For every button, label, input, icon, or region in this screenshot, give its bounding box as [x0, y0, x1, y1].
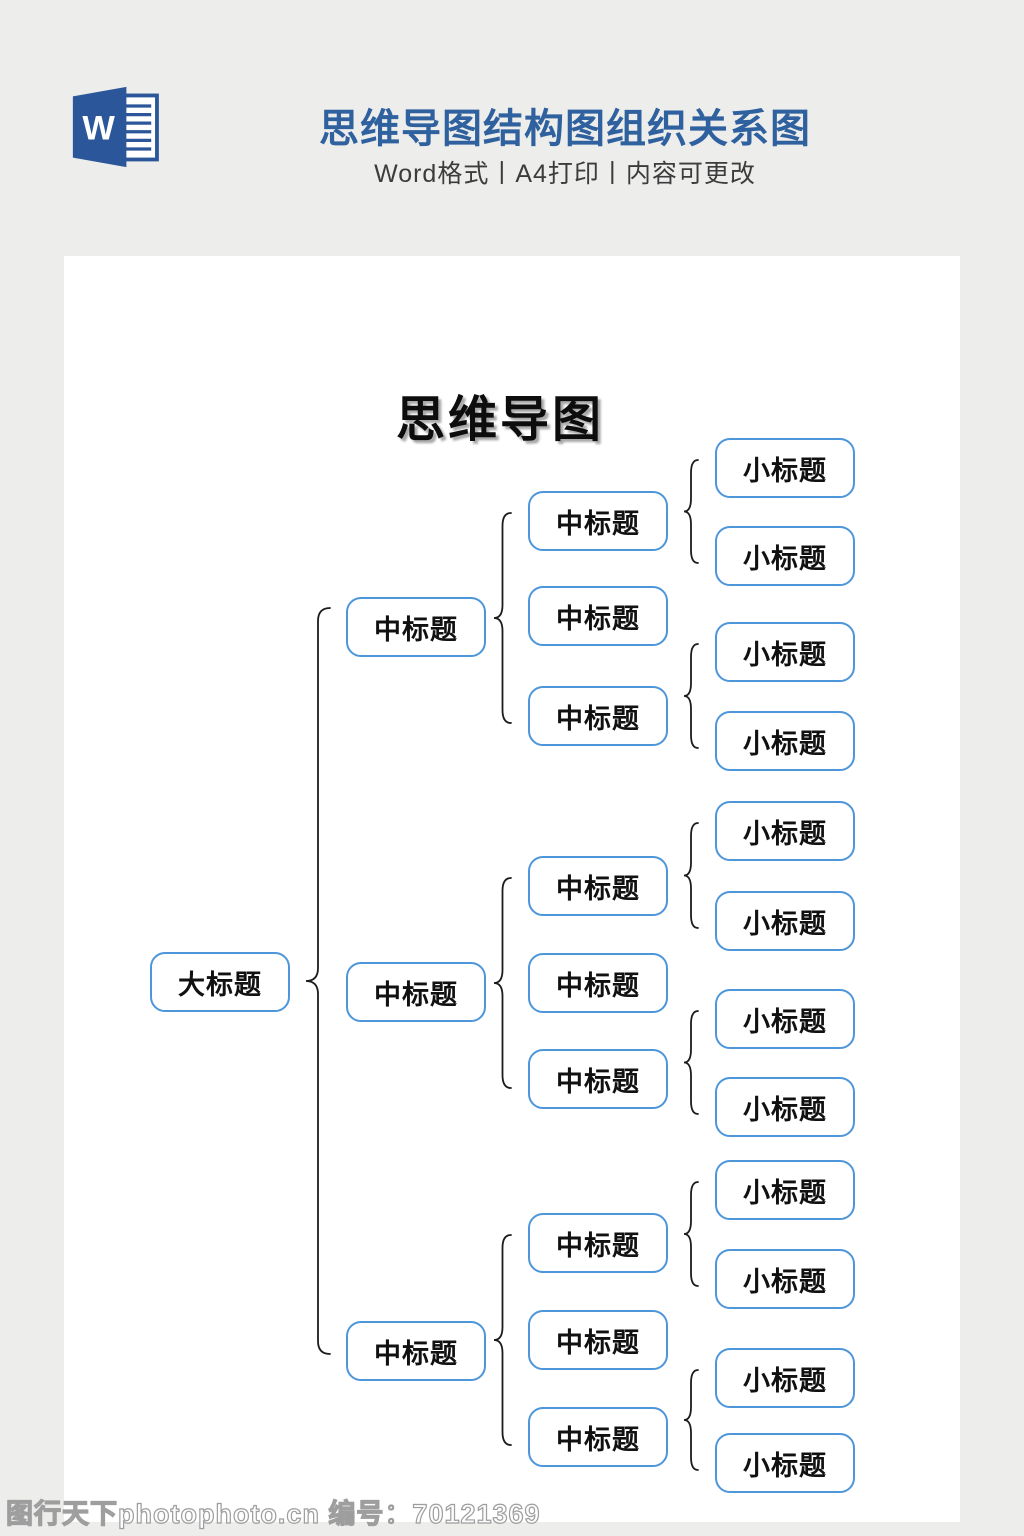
word-icon-letter: W [82, 109, 115, 147]
word-icon-graphic: W [72, 86, 159, 168]
node-branch-1: 中标题 [346, 597, 486, 657]
brace-root [305, 607, 331, 1355]
node-sub-1-3: 中标题 [528, 686, 668, 746]
brace-sub-2-1 [683, 822, 699, 929]
node-sub-1-1: 中标题 [528, 491, 668, 551]
node-leaf-3-3-1: 小标题 [715, 1348, 855, 1408]
word-logo-icon: W [64, 84, 162, 170]
page-subtitle: Word格式丨A4打印丨内容可更改 [374, 160, 756, 188]
brace-sub-1-1 [683, 459, 699, 564]
node-sub-3-3: 中标题 [528, 1407, 668, 1467]
node-leaf-1-1-2: 小标题 [715, 526, 855, 586]
node-branch-3: 中标题 [346, 1321, 486, 1381]
brace-branch-2 [493, 877, 512, 1089]
node-leaf-3-3-2: 小标题 [715, 1433, 855, 1493]
node-sub-3-2: 中标题 [528, 1310, 668, 1370]
watermark-text: 图行天下photophoto.cn 编号：70121369 [5, 1498, 541, 1529]
node-leaf-2-3-2: 小标题 [715, 1077, 855, 1137]
node-leaf-1-1-1: 小标题 [715, 438, 855, 498]
node-leaf-3-1-1: 小标题 [715, 1160, 855, 1220]
node-leaf-3-1-2: 小标题 [715, 1249, 855, 1309]
node-sub-1-2: 中标题 [528, 586, 668, 646]
node-leaf-1-3-1: 小标题 [715, 622, 855, 682]
word-icon-cover [72, 86, 127, 168]
node-sub-2-3: 中标题 [528, 1049, 668, 1109]
node-sub-3-1: 中标题 [528, 1213, 668, 1273]
mindmap-title: 思维导图 [395, 393, 604, 447]
brace-sub-1-3 [683, 643, 699, 749]
brace-branch-1 [493, 512, 512, 724]
page-title: 思维导图结构图组织关系图 [319, 107, 811, 151]
brace-sub-3-3 [683, 1369, 699, 1471]
node-sub-2-2: 中标题 [528, 953, 668, 1013]
node-sub-2-1: 中标题 [528, 856, 668, 916]
node-leaf-2-1-1: 小标题 [715, 801, 855, 861]
brace-branch-3 [493, 1234, 512, 1446]
node-root: 大标题 [150, 952, 290, 1012]
brace-sub-2-3 [683, 1010, 699, 1115]
node-leaf-2-3-1: 小标题 [715, 989, 855, 1049]
brace-sub-3-1 [683, 1181, 699, 1287]
node-leaf-1-3-2: 小标题 [715, 711, 855, 771]
node-leaf-2-1-2: 小标题 [715, 891, 855, 951]
node-branch-2: 中标题 [346, 962, 486, 1022]
word-icon-document-lines [125, 104, 152, 151]
